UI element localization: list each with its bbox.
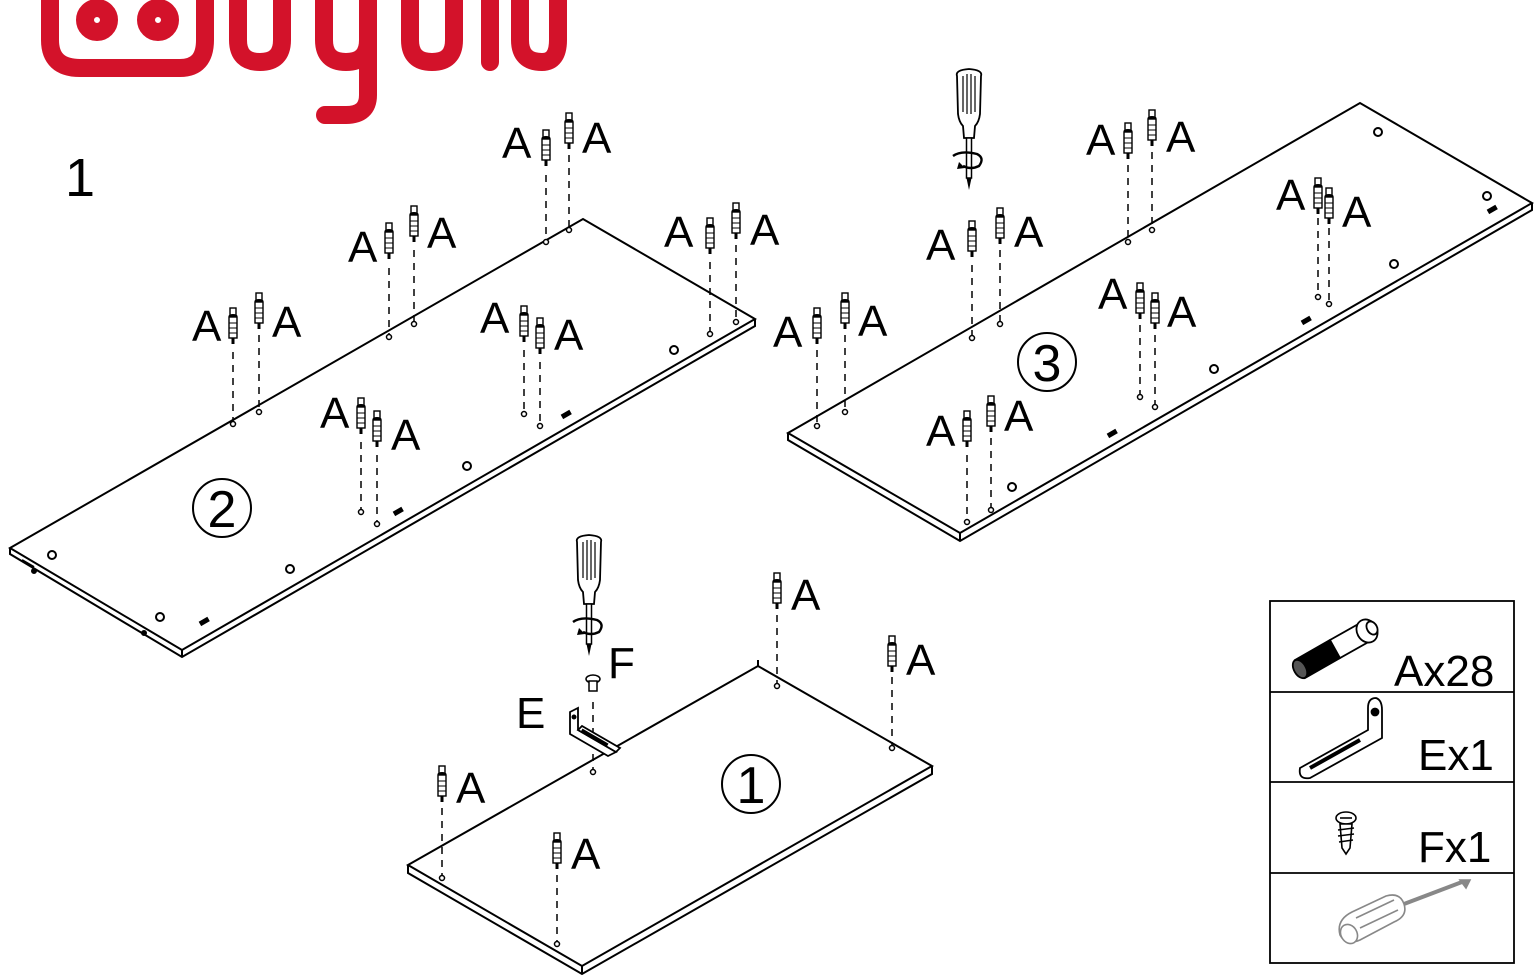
svg-text:A: A: [1004, 392, 1034, 441]
screw-f: [585, 674, 601, 692]
svg-text:Ax28: Ax28: [1394, 647, 1494, 696]
brand-logo: [41, 0, 567, 124]
label-e: E: [516, 689, 545, 738]
board-2: [8, 217, 757, 659]
svg-text:A: A: [1166, 113, 1196, 162]
screwdriver-icon: [951, 67, 983, 192]
svg-text:A: A: [1276, 171, 1306, 220]
svg-text:A: A: [320, 389, 350, 438]
svg-text:A: A: [664, 208, 694, 257]
svg-text:A: A: [750, 206, 780, 255]
svg-text:A: A: [480, 294, 510, 343]
svg-text:A: A: [502, 119, 532, 168]
svg-text:A: A: [1014, 208, 1044, 257]
svg-text:A: A: [582, 114, 612, 163]
svg-text:A: A: [192, 302, 222, 351]
parts-legend: Ax28 Ex1 Fx1: [1269, 600, 1515, 964]
part-labels-a: A A A A A A A A A A A A A A A A A A A A …: [192, 113, 1372, 879]
board-1-number: 1: [721, 754, 781, 815]
svg-text:2: 2: [208, 481, 237, 539]
svg-text:A: A: [571, 830, 601, 879]
svg-text:A: A: [1167, 288, 1197, 337]
svg-text:A: A: [456, 764, 486, 813]
dowel-icon: [1291, 618, 1379, 680]
bracket-e: [569, 706, 622, 758]
svg-text:A: A: [906, 636, 936, 685]
board-3-number: 3: [1017, 332, 1077, 393]
svg-text:A: A: [272, 298, 302, 347]
svg-text:A: A: [1342, 188, 1372, 237]
svg-text:A: A: [926, 221, 956, 270]
svg-text:A: A: [427, 209, 457, 258]
svg-text:A: A: [1098, 270, 1128, 319]
board-3: [786, 101, 1534, 543]
svg-text:Fx1: Fx1: [1418, 823, 1491, 872]
screwdriver-icon: [1338, 879, 1472, 945]
label-f: F: [608, 639, 635, 688]
board-1: [405, 660, 935, 976]
board-2-number: 2: [192, 478, 252, 539]
svg-text:3: 3: [1033, 335, 1062, 393]
svg-text:A: A: [391, 411, 421, 460]
svg-text:A: A: [773, 308, 803, 357]
dowel-holes: [229, 226, 1333, 948]
svg-text:A: A: [1086, 116, 1116, 165]
svg-text:A: A: [554, 311, 584, 360]
screwdriver-icon: [571, 533, 603, 658]
svg-text:A: A: [858, 297, 888, 346]
bracket-icon: [1298, 697, 1383, 780]
step-number: 1: [65, 148, 95, 208]
svg-text:A: A: [926, 407, 956, 456]
svg-text:A: A: [791, 571, 821, 620]
svg-text:1: 1: [737, 757, 766, 815]
dowels: [232, 152, 1330, 942]
svg-text:Ex1: Ex1: [1418, 731, 1494, 780]
svg-text:A: A: [348, 223, 378, 272]
screw-icon: [1335, 811, 1357, 856]
